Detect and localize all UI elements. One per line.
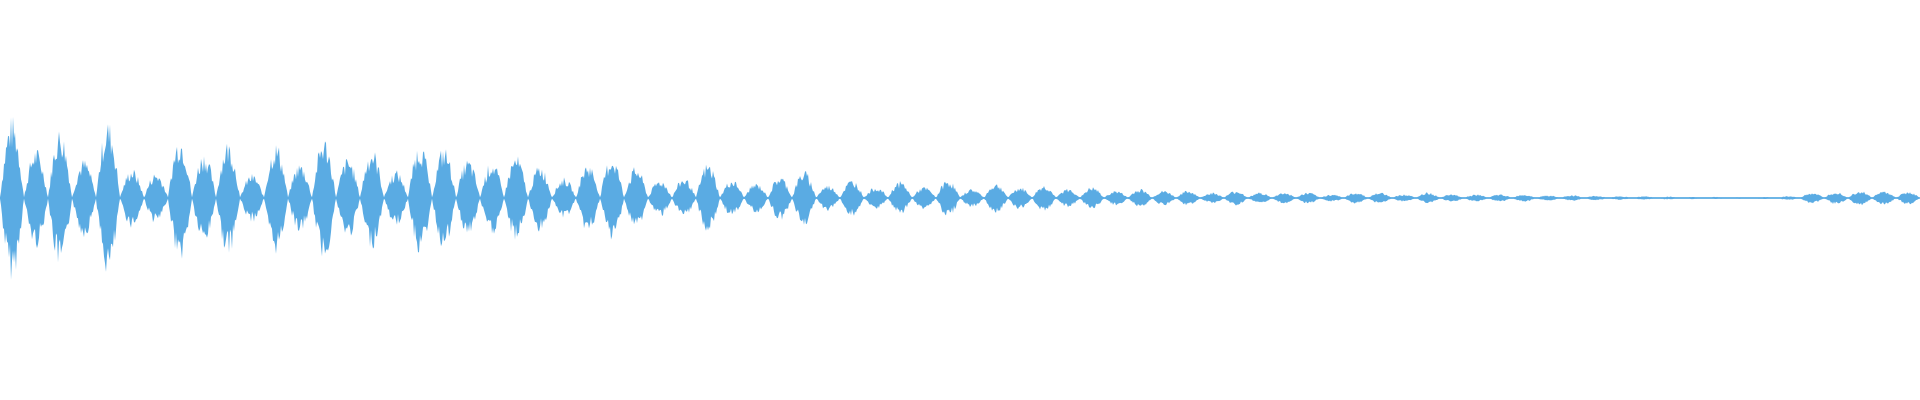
audio-waveform [0,116,1920,280]
waveform-graphic [0,116,1920,280]
